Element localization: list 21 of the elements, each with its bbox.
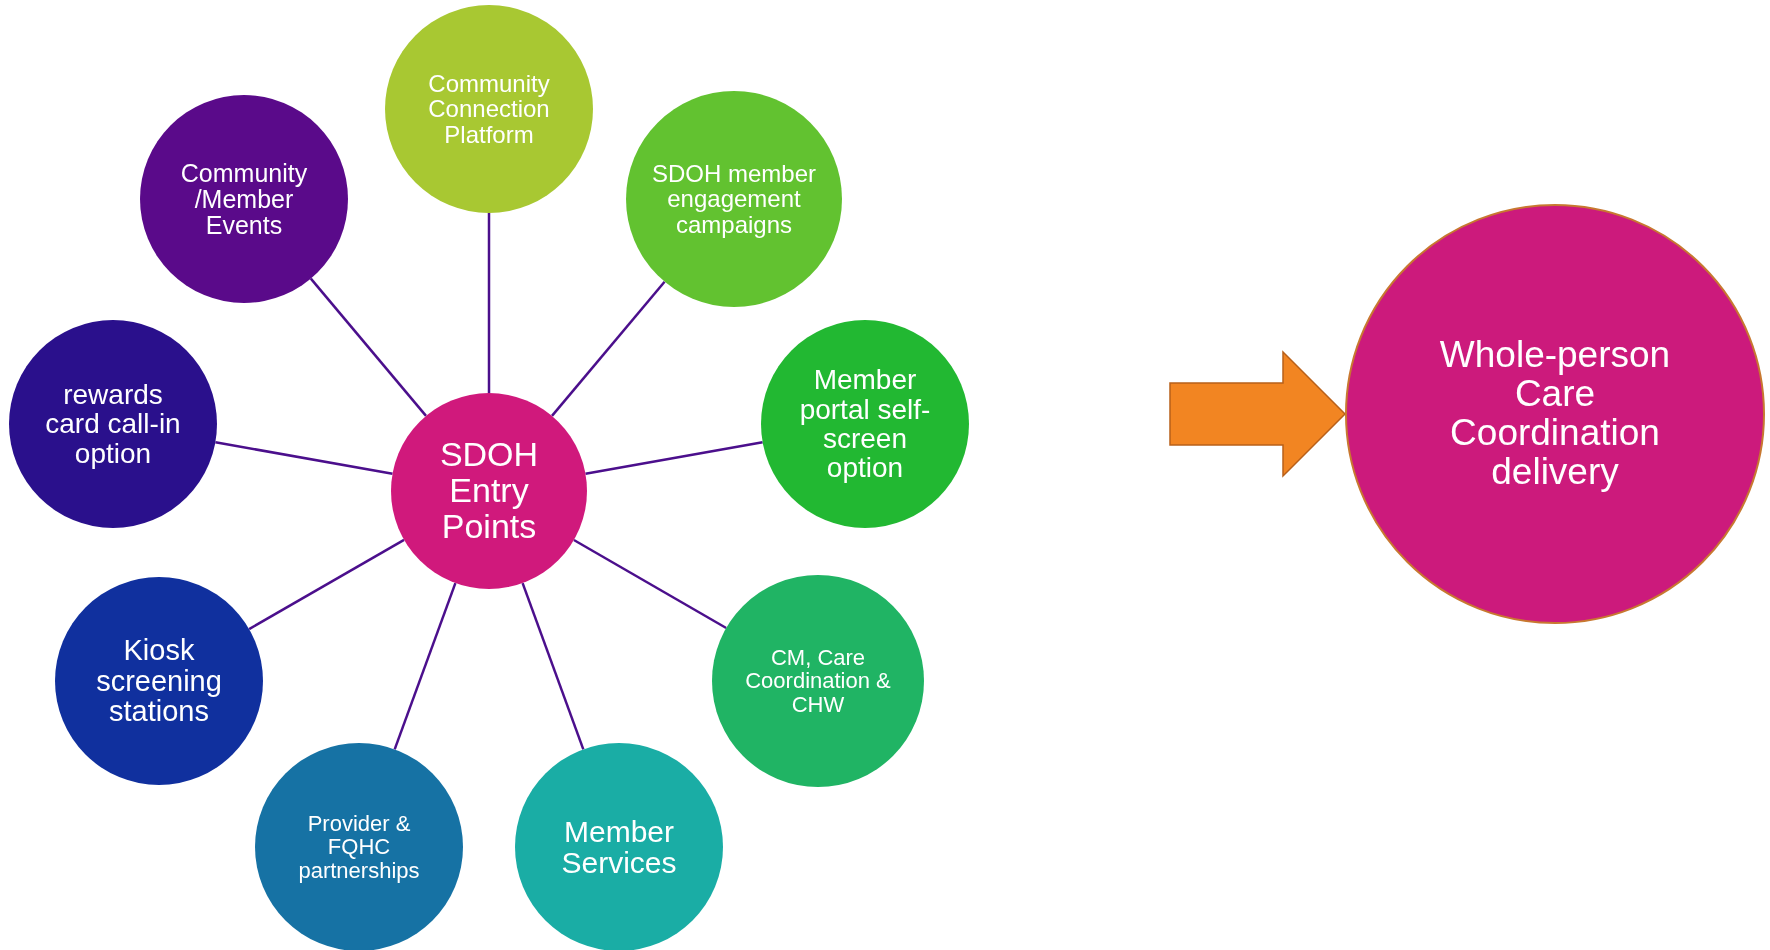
connector-line (393, 582, 457, 750)
connector-line (573, 538, 727, 630)
connector-line (585, 441, 763, 476)
node-label: Community Connection Platform (427, 71, 551, 147)
connector-line (215, 441, 393, 476)
node-label: Member portal self-screen option (798, 365, 932, 483)
connector-line (248, 538, 405, 631)
node-label: Community /Member Events (179, 159, 309, 239)
connector-line (551, 280, 666, 417)
node-label: Whole-person Care Coordination delivery (1438, 336, 1672, 492)
node-label: Kiosk screening stations (95, 635, 223, 727)
connector-line (521, 582, 585, 750)
connector-line (487, 213, 491, 393)
block-arrow (1169, 350, 1347, 478)
node-label: rewards card call-in option (44, 379, 182, 469)
node-label: Member Services (560, 815, 678, 879)
node-label: SDOH Entry Points (438, 437, 540, 545)
connector-line (309, 277, 427, 417)
node-label: Provider & FQHC partnerships (297, 812, 421, 882)
node-label: SDOH member engagement campaigns (651, 161, 817, 237)
node-label: CM, Care Coordination & CHW (744, 646, 892, 716)
